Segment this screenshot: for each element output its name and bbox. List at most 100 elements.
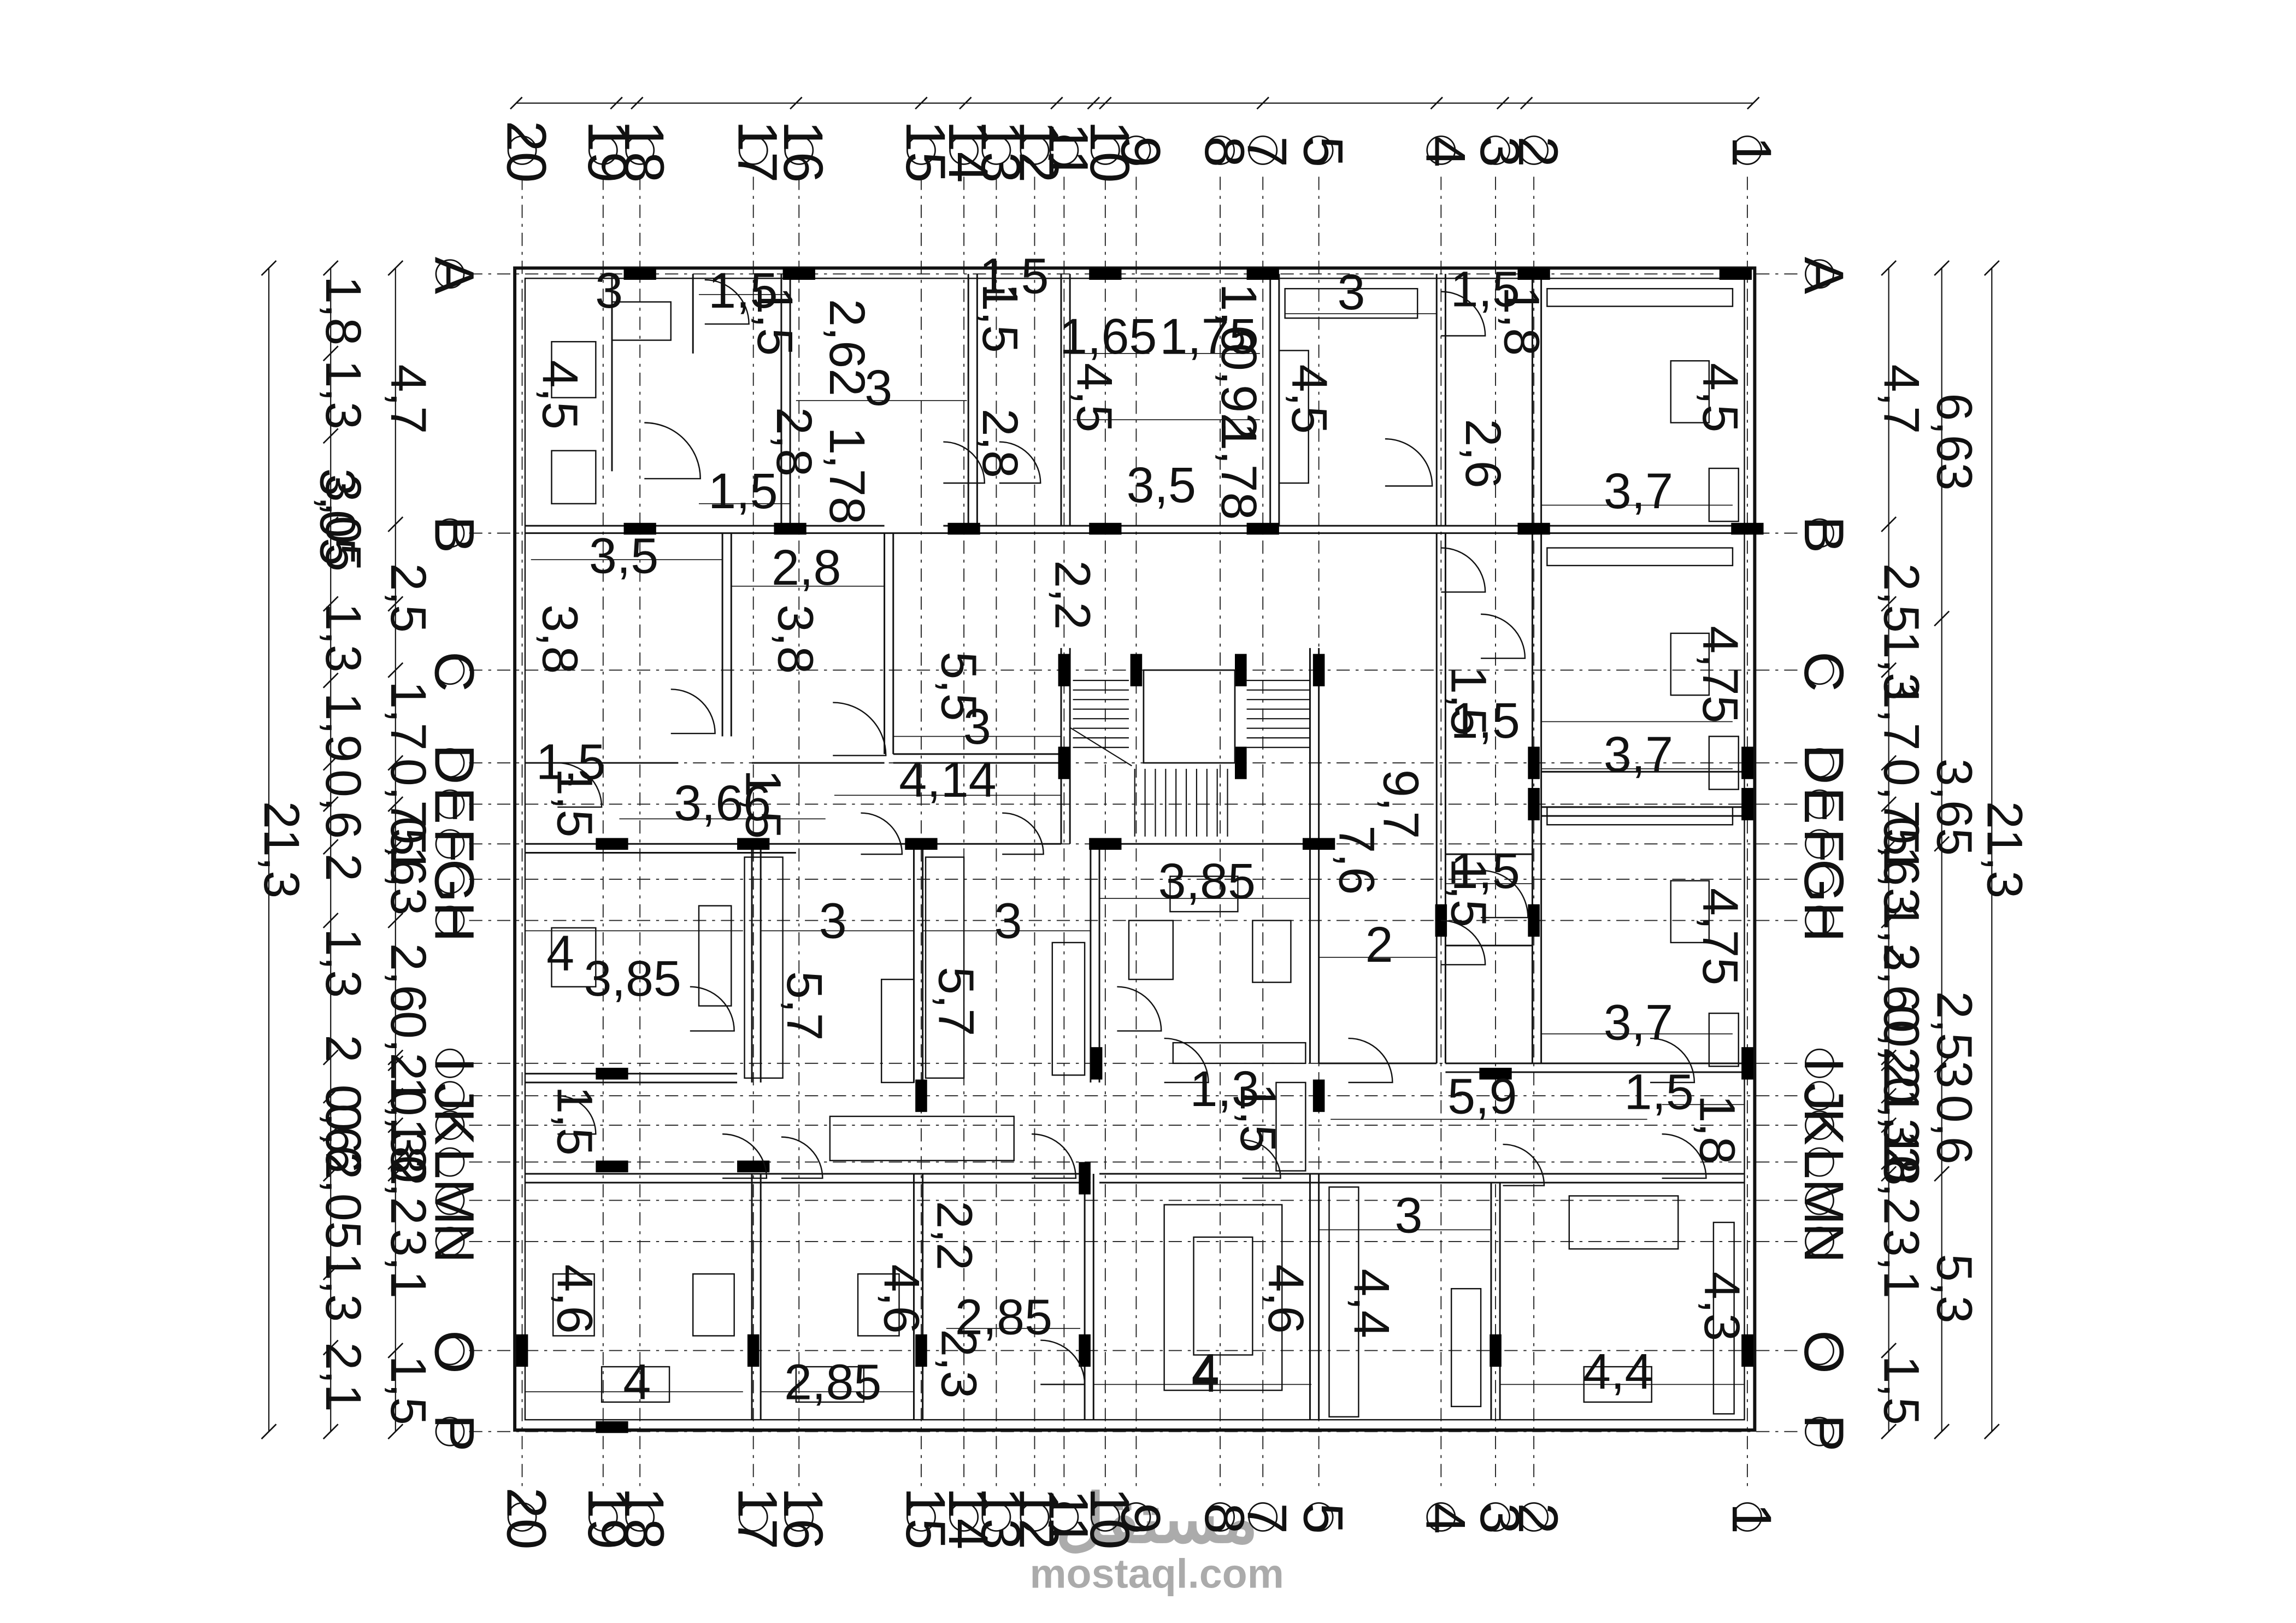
column-35 [1741,1047,1753,1080]
axis-label-I: I [423,1057,486,1072]
door-swing-8 [1441,547,1486,593]
room-dim-31: 5,5 [931,651,987,721]
axis-bubble-C-right [1805,655,1834,685]
dim-right-mid-10: 0,2 [1874,1020,1929,1089]
axis-bubble-C-left [435,655,465,685]
door-swing-18 [1348,1037,1393,1084]
staircase [1069,669,1310,837]
room-dim-49: 3 [994,893,1022,949]
axis-bubble-16-top [784,135,814,165]
axis-label-L: L [1793,1148,1856,1179]
door-swing-2 [943,441,986,484]
dim-right-2-tick-3 [1934,1057,1950,1073]
room-dim-21: 1,5 [1450,262,1520,317]
axis-label-7: 7 [1236,1503,1299,1534]
room-dim-1: 4,5 [532,360,587,430]
column-5 [1719,268,1752,280]
room-dim-3: 1,5 [747,286,803,356]
furniture-2 [551,450,597,504]
column-43 [1490,1334,1502,1367]
dim-right-mid-0: 4,7 [1874,364,1929,434]
column-24 [737,838,770,850]
dim-right-outer-tick-1 [1983,1424,2000,1440]
furniture-28 [601,1366,670,1403]
dim-left-mid-9: 0,32 [380,1088,436,1185]
column-20 [1741,746,1753,779]
room-dim-59: 1,5 [1230,1083,1286,1152]
room-dim-47: 3,85 [1158,854,1256,909]
dim-right-2: 2,53 [1927,991,1982,1089]
axis-bubble-E-right [1805,789,1834,819]
furniture-13 [1546,806,1734,826]
axis-label-B: B [423,516,486,553]
axis-bubble-D-right [1805,748,1834,778]
furniture-32 [1328,1186,1359,1418]
dim-right-mid-1: 2,5 [1874,563,1929,633]
axis-label-F: F [423,828,486,863]
axis-label-M: M [423,1179,486,1225]
dim-right-mid-4: 0,75 [1874,758,1929,856]
dim-left-1-tick-11 [322,1087,339,1104]
dim-left-1-tick-9 [322,913,339,928]
room-dim-46: 3,7 [1604,995,1673,1051]
furniture-15 [698,905,732,1007]
axis-label-G: G [1793,859,1856,903]
outer-wall-inner-face [524,278,1745,1421]
dim-left-mid-3: 0,75 [380,758,436,856]
dim-top-tick-13 [1746,96,1760,110]
furniture-14 [551,927,597,987]
dim-right-1-tick-11 [1881,1117,1897,1133]
axis-label-E: E [423,787,486,824]
axis-label-G: G [423,859,486,903]
furniture-17 [880,979,915,1084]
axis-bubble-P-left [435,1416,465,1446]
axis-bubble-2-top [1519,135,1549,165]
room-dim-11: 2,8 [972,409,1028,478]
axis-label-O: O [1793,1330,1856,1374]
room-dim-25: 3,7 [1604,463,1673,519]
room-dim-73: 2,85 [784,1354,881,1410]
room-dim-50: 5,7 [776,971,832,1040]
furniture-29 [795,1366,865,1403]
room-dim-4: 2,62 [819,299,875,396]
dim-right-1-tick-12 [1881,1154,1897,1170]
door-swing-14 [1441,920,1486,966]
furniture-10 [1708,736,1739,790]
dim-left-11: 2,05 [315,1151,371,1249]
dim-right-2-tick-4 [1934,1166,1950,1182]
column-10 [1246,522,1279,535]
column-41 [915,1334,927,1367]
room-dim-32: 3 [963,699,991,755]
room-dim-34: 9,7 [1373,769,1428,839]
dim-left-2-tick-0 [387,260,404,276]
dim-left-outer-value: 21,3 [254,801,309,898]
dim-left-2-tick-14 [387,1342,404,1359]
axis-label-17: 17 [727,121,790,183]
callout-label: 3,05 [309,468,365,566]
door-swing-6 [670,689,716,734]
column-9 [1089,522,1122,535]
axis-bubble-15-top [906,135,936,165]
room-dim-16: 0,92 [1211,343,1267,440]
furniture-27 [857,1273,900,1337]
dim-right-4: 5,3 [1927,1254,1982,1324]
room-dim-17: 3,5 [1127,457,1196,513]
axis-bubble-D-left [435,748,465,778]
stair-arrow [1069,727,1132,767]
door-swing-15 [690,986,735,1032]
room-dim-72: 4 [623,1354,651,1410]
axis-bubble-L-right [1805,1147,1834,1177]
column-4 [1517,268,1550,280]
room-dim-67: 4,6 [874,1264,929,1333]
axis-bubble-12-top [1020,135,1050,165]
room-dim-45: 4,75 [1692,888,1748,985]
room-dim-37: 1,5 [1450,693,1520,749]
axis-label-20: 20 [496,121,558,183]
room-dim-42: 3,66 [674,775,771,831]
axis-bubble-4-top [1426,135,1456,165]
axis-label-P: P [1793,1414,1856,1451]
dim-right-1-tick-2 [1881,596,1897,612]
axis-bubble-11-bottom [1049,1502,1079,1532]
